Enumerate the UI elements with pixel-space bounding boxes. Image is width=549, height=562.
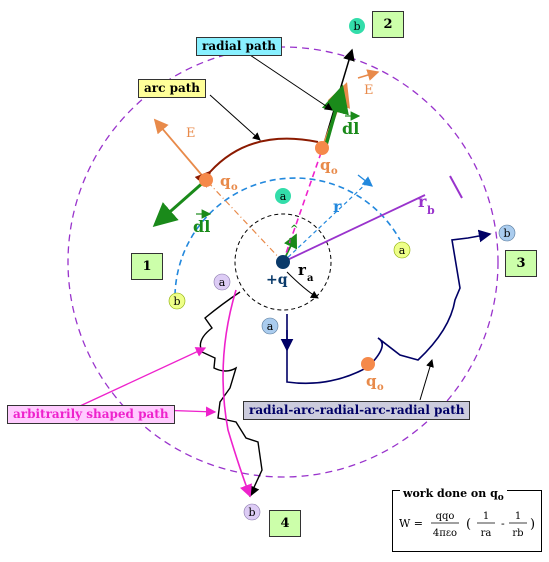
- dl-arrow-radial: [321, 84, 349, 146]
- point-a-top: a: [275, 188, 291, 204]
- point-a-right: a: [393, 241, 411, 259]
- point-b-bottom: b: [243, 503, 261, 521]
- formula-one-a: 1: [483, 511, 489, 522]
- point-a-left: a: [213, 273, 231, 291]
- svg-text:q: q: [220, 172, 231, 190]
- test-charge-radial: [315, 141, 329, 155]
- rarar-path: [286, 229, 492, 385]
- svg-text:a: a: [219, 276, 226, 289]
- svg-text:r: r: [298, 261, 307, 279]
- dl-label-radial: dl: [342, 119, 359, 138]
- field-arrow-top: [357, 69, 380, 81]
- ra-arrow: [286, 271, 319, 299]
- svg-text:^: ^: [290, 224, 298, 235]
- formula-numerator: qqo: [436, 511, 455, 522]
- leader-arc: [209, 94, 261, 141]
- radial-path-label: radial path: [196, 37, 282, 56]
- arbitrary-path-label: arbitrarily shaped path: [7, 405, 175, 424]
- r-label: r: [333, 197, 342, 216]
- field-arrow-arc: [153, 118, 207, 181]
- e-label-radial: E: [364, 83, 374, 98]
- arbitrary-zigzag: [199, 291, 263, 498]
- path-number-3: 3: [505, 250, 537, 277]
- svg-text:b: b: [503, 227, 510, 240]
- rb-tick: [449, 175, 463, 199]
- formula-rb: rb: [512, 528, 523, 539]
- test-charge-rarar: [361, 357, 375, 371]
- rarar-path-label: radial-arc-radial-arc-radial path: [243, 401, 471, 420]
- svg-text:o: o: [331, 166, 338, 177]
- formula-title: work done on qo: [400, 487, 507, 505]
- r-radius-line: [282, 179, 371, 263]
- svg-text:b: b: [248, 506, 255, 519]
- path-number-2: 2: [372, 11, 404, 38]
- path-number-4: 4: [269, 510, 301, 537]
- arc-path-label: arc path: [138, 79, 207, 98]
- leader-rarar: [419, 359, 434, 401]
- formula-minus: -: [501, 517, 505, 530]
- arc-path-curve: [194, 137, 319, 188]
- svg-text:b: b: [353, 20, 360, 33]
- outer-circle-rb: [67, 46, 499, 478]
- svg-text:a: a: [399, 244, 406, 257]
- svg-text:o: o: [377, 382, 384, 393]
- svg-text:q: q: [366, 372, 377, 390]
- formula-title-text: work done on q: [403, 487, 498, 500]
- formula-open-paren: (: [466, 517, 471, 532]
- formula-title-sub: o: [497, 493, 504, 503]
- point-b-top: b: [349, 18, 365, 34]
- arc-radius-dashdot: [205, 179, 284, 263]
- leader-arbitrary: [79, 347, 207, 407]
- formula-denominator: 4πεo: [433, 528, 457, 539]
- formula-svg: W = qqo 4πεo ( 1 ra - 1 rb ): [399, 511, 535, 539]
- formula-ra: ra: [481, 528, 492, 539]
- point-a-bottom: a: [261, 317, 279, 335]
- svg-text:a: a: [280, 190, 287, 203]
- e-label-arc: E: [186, 126, 196, 141]
- point-b-left: b: [168, 292, 186, 310]
- svg-text:q: q: [320, 156, 331, 174]
- rb-radius-line: [282, 194, 426, 263]
- dl-label-arc: dl: [193, 217, 210, 236]
- test-charge-arc: [199, 173, 213, 187]
- formula-close-paren: ): [530, 517, 535, 532]
- svg-text:a: a: [307, 273, 314, 284]
- blue-arc-arrow: [357, 174, 374, 187]
- path-number-1: 1: [131, 253, 163, 280]
- inner-circle-ra: [234, 213, 332, 311]
- formula-lhs: W =: [399, 517, 423, 530]
- arbitrary-magenta: [222, 289, 252, 498]
- svg-text:r: r: [289, 234, 296, 249]
- point-b-right: b: [498, 224, 516, 242]
- charge-q-label: +q: [266, 272, 288, 288]
- svg-text:b: b: [173, 295, 180, 308]
- svg-text:a: a: [267, 320, 274, 333]
- svg-text:r: r: [418, 192, 427, 211]
- svg-text:b: b: [427, 204, 435, 217]
- svg-text:o: o: [231, 182, 238, 193]
- leader-radial: [249, 54, 333, 111]
- central-charge: [276, 255, 290, 269]
- r-hat-label: r^: [289, 224, 298, 249]
- formula-one-b: 1: [515, 511, 521, 522]
